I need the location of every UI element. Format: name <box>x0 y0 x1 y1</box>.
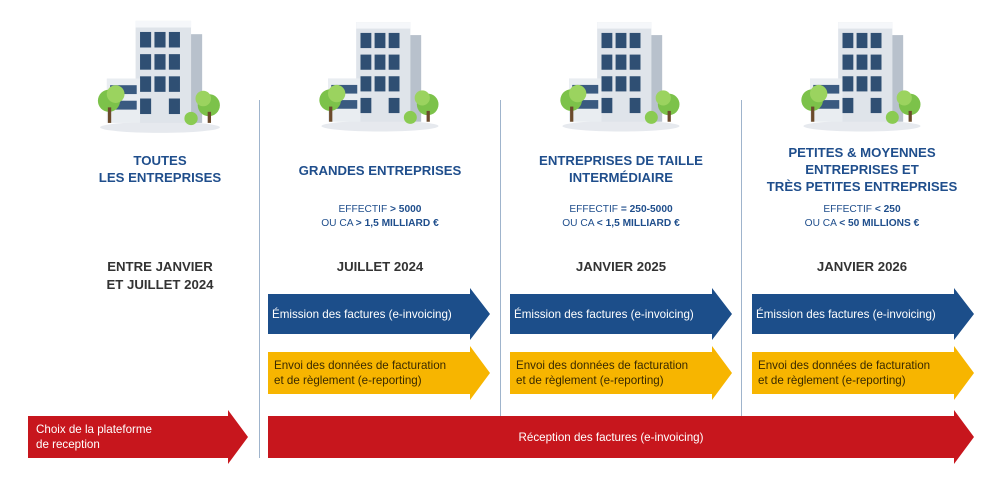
column-title: ENTREPRISES DE TAILLE INTERMÉDIAIRE <box>539 153 703 185</box>
office-building-icon <box>501 12 741 134</box>
column-divider <box>259 100 260 458</box>
criteria-ca: OU CA > 1,5 MILLIARD € <box>321 218 439 229</box>
column-toutes-entreprises: TOUTES LES ENTREPRISES ENTRE JANVIER ET … <box>40 0 280 410</box>
column-eti: ENTREPRISES DE TAILLE INTERMÉDIAIRE EFFE… <box>501 0 741 410</box>
deadline-date: JANVIER 2025 <box>575 259 667 274</box>
envoi-arrow: Envoi des données de facturation et de r… <box>510 346 732 400</box>
column-title: TOUTES LES ENTREPRISES <box>98 153 222 185</box>
emission-arrow: Émission des factures (e-invoicing) <box>510 288 732 340</box>
choix-plateforme-arrow: Choix de la plateforme de reception <box>28 410 248 464</box>
envoi-arrow: Envoi des données de facturation et de r… <box>752 346 974 400</box>
column-grandes-entreprises: GRANDES ENTREPRISES EFFECTIF > 5000 OU C… <box>260 0 500 410</box>
envoi-label: Envoi des données de facturation et de r… <box>758 359 931 387</box>
criteria-ca: OU CA < 50 MILLIONS € <box>804 218 920 229</box>
emission-label: Émission des factures (e-invoicing) <box>514 307 694 321</box>
envoi-label: Envoi des données de facturation et de r… <box>516 359 689 387</box>
column-divider <box>500 100 501 458</box>
column-divider <box>741 100 742 458</box>
emission-label: Émission des factures (e-invoicing) <box>756 307 936 321</box>
criteria-ca: OU CA < 1,5 MILLIARD € <box>562 218 680 229</box>
emission-label: Émission des factures (e-invoicing) <box>272 307 452 321</box>
office-building-icon <box>260 12 500 134</box>
deadline-date: JUILLET 2024 <box>336 259 424 274</box>
office-building-icon <box>742 12 982 134</box>
criteria-effectif: EFFECTIF > 5000 <box>338 204 422 215</box>
envoi-arrow: Envoi des données de facturation et de r… <box>268 346 490 400</box>
reception-arrow: Réception des factures (e-invoicing) <box>268 410 974 464</box>
emission-arrow: Émission des factures (e-invoicing) <box>752 288 974 340</box>
emission-arrow: Émission des factures (e-invoicing) <box>268 288 490 340</box>
column-title: GRANDES ENTREPRISES <box>298 163 462 178</box>
criteria-effectif: EFFECTIF = 250-5000 <box>569 204 673 215</box>
reception-label: Réception des factures (e-invoicing) <box>518 430 704 444</box>
deadline-date: ENTRE JANVIER ET JUILLET 2024 <box>106 259 214 292</box>
deadline-date: JANVIER 2026 <box>816 259 908 274</box>
office-building-icon <box>40 12 280 134</box>
envoi-label: Envoi des données de facturation et de r… <box>274 359 447 387</box>
column-title: PETITES & MOYENNES ENTREPRISES ET TRÈS P… <box>766 145 958 194</box>
criteria-effectif: EFFECTIF < 250 <box>823 204 901 215</box>
choix-plateforme-label: Choix de la plateforme de reception <box>36 423 152 451</box>
column-pme-tpe: PETITES & MOYENNES ENTREPRISES ET TRÈS P… <box>742 0 982 410</box>
